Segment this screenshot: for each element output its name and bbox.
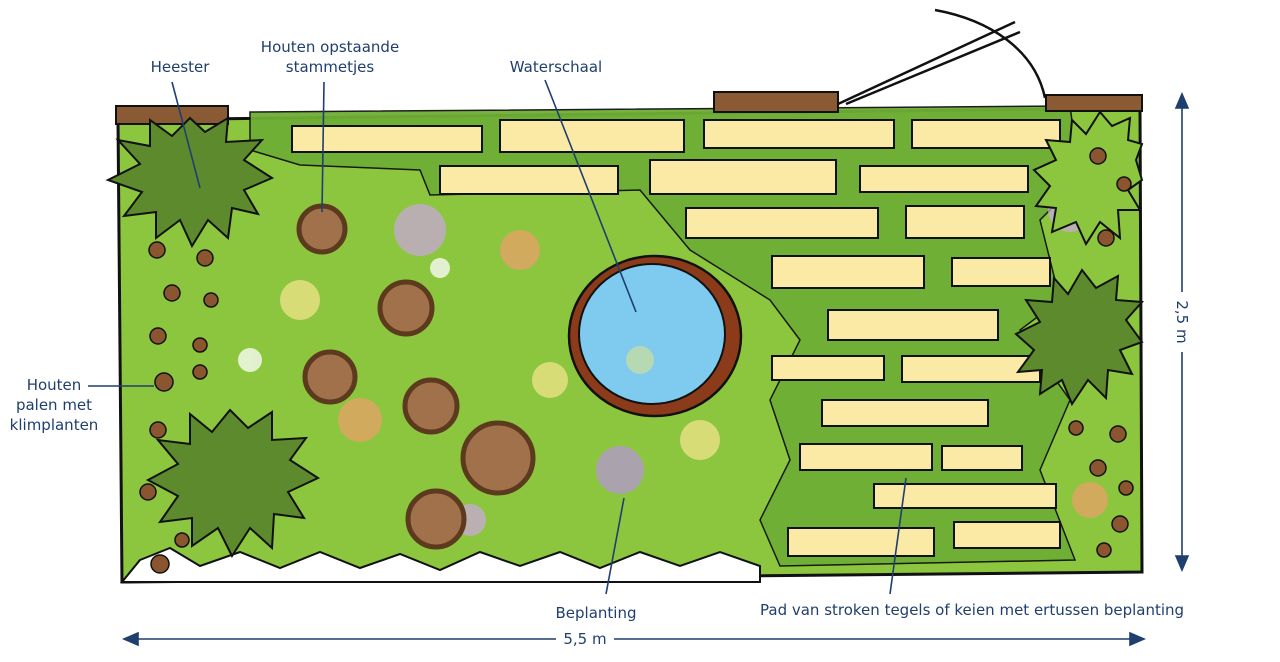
post — [1118, 480, 1134, 496]
post — [148, 241, 166, 259]
tile — [953, 521, 1061, 549]
label-heester: Heester — [150, 58, 210, 76]
post — [174, 532, 190, 548]
pointer-heester — [171, 81, 201, 189]
post — [1109, 425, 1127, 443]
tile — [911, 119, 1061, 149]
label-stammetjes-line1: Houten opstaande — [260, 38, 400, 56]
tile — [291, 125, 483, 153]
post — [149, 421, 167, 439]
post — [163, 284, 181, 302]
tile — [827, 309, 999, 341]
label-waterschaal: Waterschaal — [509, 58, 603, 76]
stump — [402, 377, 460, 435]
stump — [460, 420, 536, 496]
post — [1096, 542, 1112, 558]
post — [1116, 176, 1132, 192]
tile — [859, 165, 1029, 193]
tile — [905, 205, 1025, 239]
tile — [951, 257, 1051, 287]
tile — [787, 527, 935, 557]
shrubs — [105, 110, 1145, 559]
post — [203, 292, 219, 308]
label-palen-line1: Houten — [26, 376, 82, 394]
tile — [771, 255, 925, 289]
tile — [821, 399, 989, 427]
pointer-stammetjes — [321, 81, 325, 213]
label-beplanting: Beplanting — [555, 604, 637, 622]
label-stammetjes-line2: stammetjes — [285, 58, 375, 76]
water-bowl — [567, 254, 743, 418]
label-width: 5,5 m — [563, 630, 607, 648]
tile — [941, 445, 1023, 471]
pointer-beplanting — [605, 497, 625, 595]
post — [1097, 229, 1115, 247]
shrub — [145, 408, 321, 559]
stump — [405, 488, 467, 550]
post — [149, 327, 167, 345]
wooden-stumps — [296, 203, 536, 550]
tile — [439, 165, 619, 195]
stump — [377, 279, 435, 337]
tile — [799, 443, 933, 471]
tile — [649, 159, 837, 195]
climber-posts — [139, 147, 1134, 574]
shrub — [105, 116, 275, 249]
stump — [296, 203, 348, 255]
post — [196, 249, 214, 267]
label-palen-line2: palen met — [15, 396, 93, 414]
post — [1111, 515, 1129, 533]
fence-wood — [115, 91, 1143, 125]
gate — [837, 8, 1047, 106]
label-stammetjes: Houten opstaande stammetjes — [250, 37, 410, 77]
path-tiles — [291, 119, 1061, 557]
label-palen-line3: klimplanten — [9, 416, 99, 434]
post — [139, 483, 157, 501]
pointer-pad — [889, 477, 907, 595]
post — [192, 364, 208, 380]
label-pad: Pad van stroken tegels of keien met ertu… — [760, 601, 1185, 619]
shrub — [1014, 268, 1145, 407]
label-height: 2,5 m — [1173, 300, 1191, 344]
label-palen: Houten palen met klimplanten — [6, 375, 102, 435]
post — [1089, 147, 1107, 165]
pointer-lines — [88, 79, 907, 595]
tile — [771, 355, 885, 381]
dimension-width — [121, 631, 1147, 647]
tile — [873, 483, 1057, 509]
stump — [302, 349, 358, 405]
post — [1068, 420, 1084, 436]
tile — [685, 207, 879, 239]
tile — [499, 119, 685, 153]
post — [1089, 459, 1107, 477]
dimension-height — [1174, 91, 1190, 573]
tile — [703, 119, 895, 149]
post — [150, 554, 170, 574]
post — [192, 337, 208, 353]
shrub — [1032, 110, 1144, 247]
post — [154, 372, 174, 392]
pointer-waterschaal — [544, 79, 637, 313]
